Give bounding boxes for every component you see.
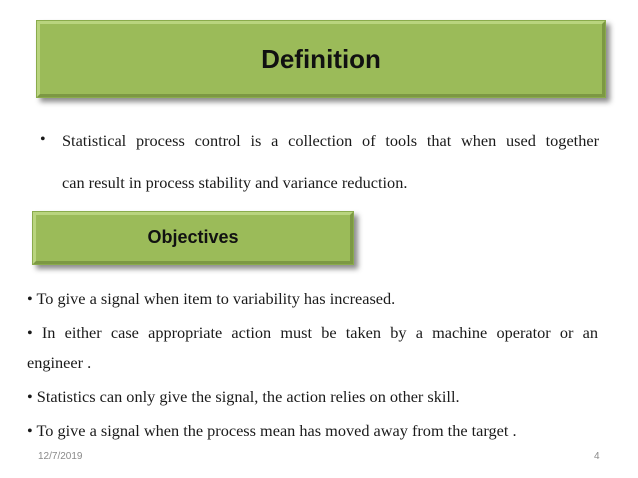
objectives-banner: Objectives [32,211,354,265]
objective-item: • To give a signal when item to variabil… [27,289,396,308]
objective-item: • Statistics can only give the signal, t… [27,387,460,406]
objectives-heading: Objectives [147,227,239,247]
definition-text-line-2: can result in process stability and vari… [62,173,408,192]
definition-bullet: • [40,131,46,148]
title-banner: Definition [36,20,606,98]
objective-item: • In either case appropriate action must… [27,323,598,342]
definition-text-line-1: Statistical process control is a collect… [62,131,599,150]
objective-item-continued: engineer . [27,353,92,372]
footer-date: 12/7/2019 [38,451,83,462]
footer-page-number: 4 [594,451,600,462]
objective-item: • To give a signal when the process mean… [27,421,517,440]
slide-title: Definition [261,44,381,74]
